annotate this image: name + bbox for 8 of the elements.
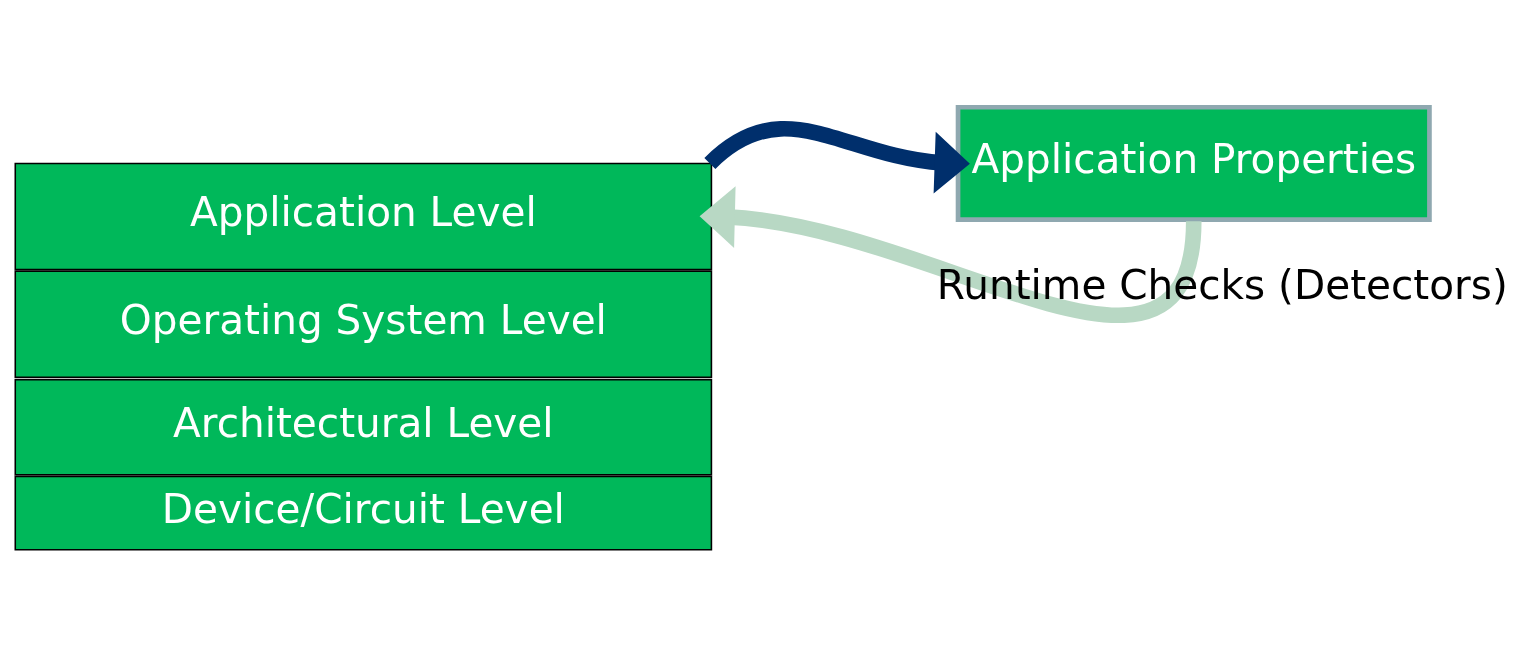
node-box: Application Level — [14, 162, 713, 271]
node-box: Application Properties — [955, 104, 1432, 222]
node-box: Operating System Level — [14, 270, 713, 379]
arrow — [699, 186, 1202, 323]
arrow — [704, 121, 970, 194]
node-box: Architectural Level — [14, 378, 713, 476]
edge-label: Runtime Checks (Detectors) — [936, 261, 1508, 310]
node-box: Device/Circuit Level — [14, 475, 713, 551]
